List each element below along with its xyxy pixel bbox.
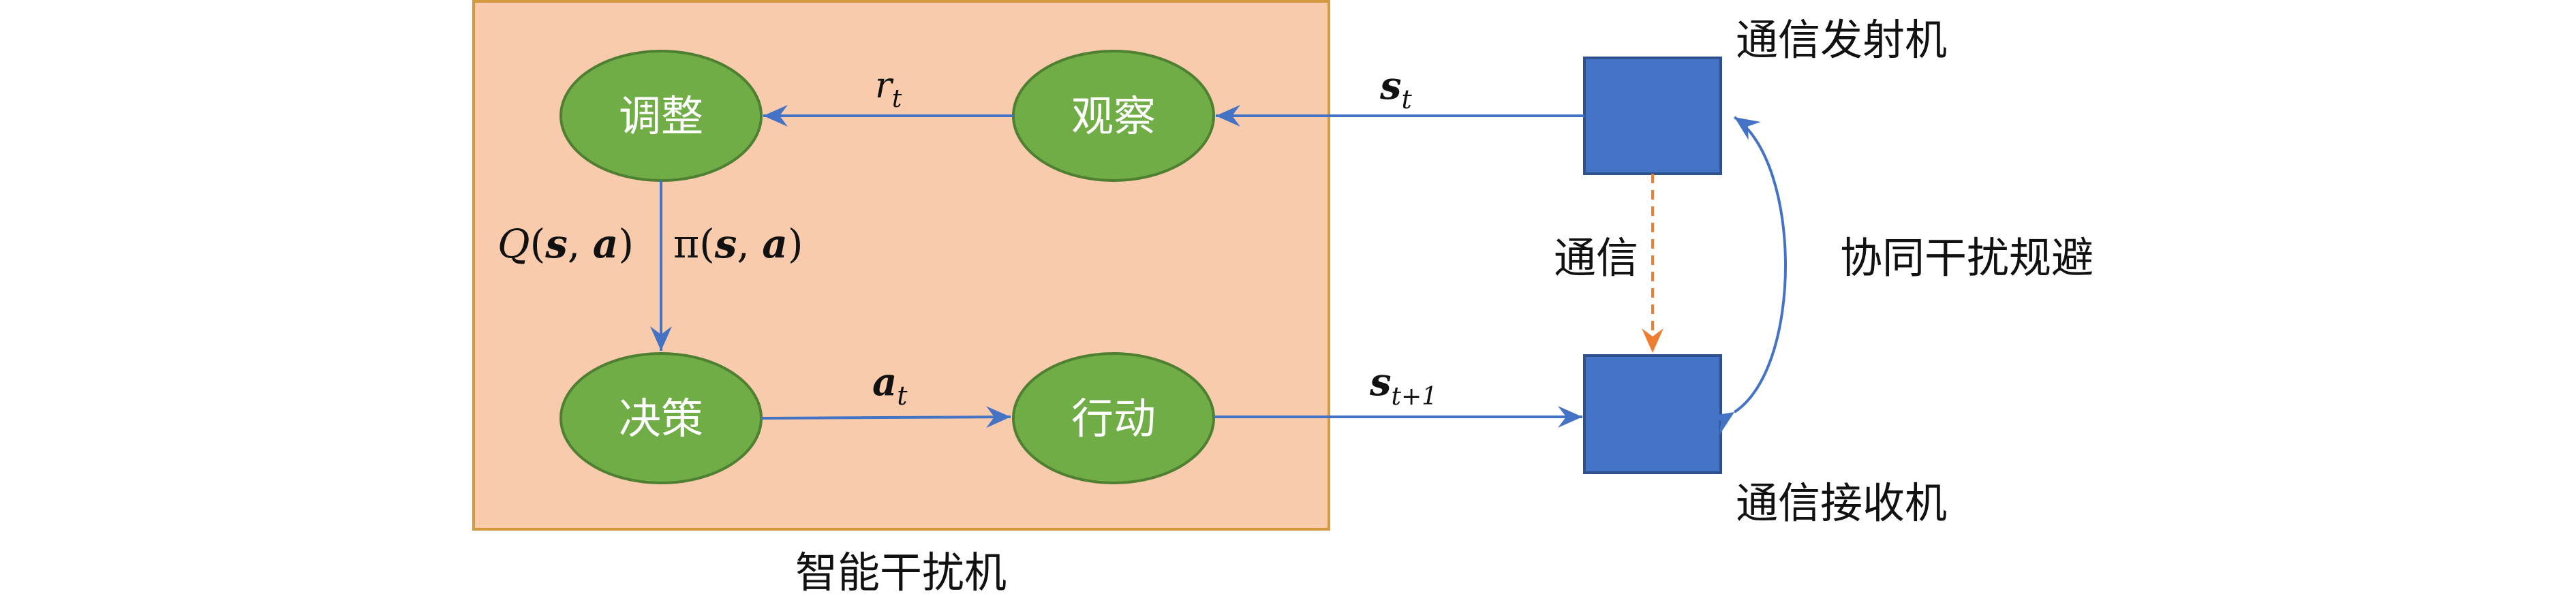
arrow-decide-to-act (761, 406, 1011, 428)
node-decide: 决策 (559, 352, 763, 484)
cooperation-label: 协同干扰规避 (1840, 233, 2094, 283)
node-adjust: 调整 (559, 50, 763, 182)
receiver-box (1583, 354, 1722, 474)
agent-label: 智能干扰机 (795, 548, 1007, 596)
transmitter-label: 通信发射机 (1736, 15, 1947, 65)
node-observe-label: 观察 (1071, 91, 1156, 141)
next-state-label: st+1 (1369, 360, 1437, 411)
node-act: 行动 (1012, 352, 1215, 484)
arrow-cooperation-curve (1708, 116, 1787, 435)
transmitter-box (1583, 57, 1722, 175)
node-adjust-label: 调整 (619, 91, 703, 141)
node-decide-label: 决策 (619, 394, 703, 443)
node-observe: 观察 (1012, 50, 1215, 182)
state-label: st (1379, 63, 1413, 114)
node-act-label: 行动 (1071, 394, 1156, 443)
action-label: at (872, 360, 908, 411)
reward-label: rt (875, 65, 902, 113)
q-function-label: Q(s, a) (497, 221, 634, 267)
receiver-label: 通信接收机 (1736, 478, 1947, 528)
pi-function-label: π(s, a) (673, 221, 803, 267)
comm-link-label: 通信 (1554, 233, 1638, 283)
